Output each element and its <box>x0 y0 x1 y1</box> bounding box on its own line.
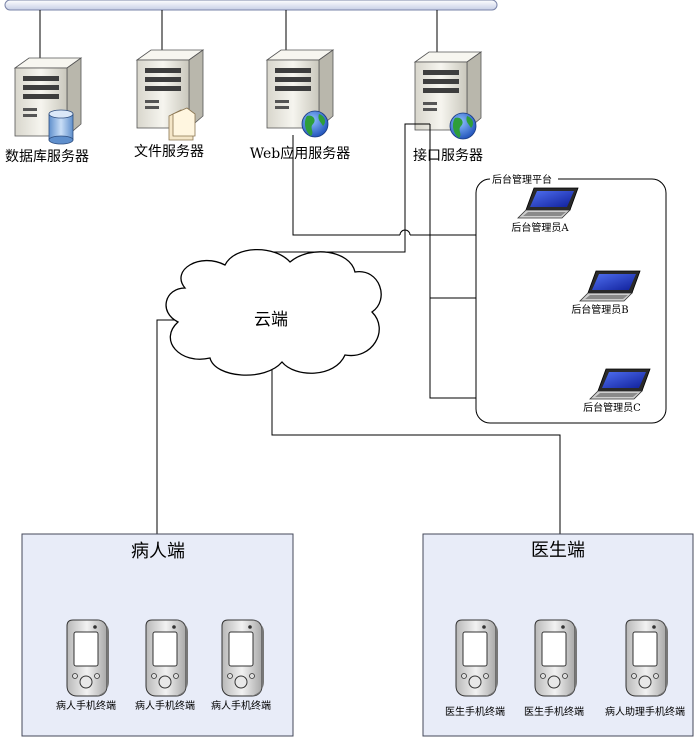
bus-drop-lines <box>39 10 438 58</box>
admin-2: 后台管理员B <box>571 270 641 316</box>
doctor-device-label: 病人助理手机终端 <box>605 705 685 718</box>
network-bus <box>4 0 498 11</box>
server-4: 接口服务器 <box>413 51 483 164</box>
admin-1: 后台管理员A <box>511 187 579 234</box>
laptop-icon <box>517 187 579 219</box>
patient-device-3: 病人手机终端 <box>211 619 271 712</box>
doctor-device-label: 医生手机终端 <box>445 705 505 718</box>
server-label: 接口服务器 <box>413 147 483 164</box>
patient-device-group: 病人手机终端 病人手机终端 病人手机终端 <box>56 619 271 712</box>
phone-icon <box>66 619 109 697</box>
admin-3: 后台管理员C <box>583 368 651 414</box>
patient-device-1: 病人手机终端 <box>56 619 116 712</box>
laptop-icon <box>589 368 651 400</box>
server-label: Web应用服务器 <box>250 145 351 162</box>
phone-icon <box>625 619 668 697</box>
patient-device-label: 病人手机终端 <box>56 699 116 712</box>
cloud: 云端 <box>165 248 382 376</box>
admin-platform-title: 后台管理平台 <box>492 173 552 186</box>
doctor-device-label: 医生手机终端 <box>524 705 584 718</box>
server-label: 文件服务器 <box>134 144 204 160</box>
server-group: 数据库服务器 文件服务器 Web应用服务器 接口服务器 <box>5 49 483 165</box>
patient-device-label: 病人手机终端 <box>211 699 271 712</box>
phone-icon <box>455 619 498 697</box>
server-2: 文件服务器 <box>134 49 205 160</box>
patient-device-2: 病人手机终端 <box>135 619 195 712</box>
doctor-device-1: 医生手机终端 <box>445 619 505 718</box>
file-server-icon <box>135 49 205 141</box>
laptop-icon <box>579 270 641 302</box>
admin-label: 后台管理员B <box>571 303 628 316</box>
phone-icon <box>534 619 577 697</box>
server-3: Web应用服务器 <box>250 49 351 162</box>
cloud-label: 云端 <box>254 310 288 330</box>
admin-label: 后台管理员A <box>511 221 569 234</box>
admin-platform: 后台管理平台 <box>475 173 667 424</box>
web-server-icon <box>265 49 335 138</box>
doctor-device-3: 病人助理手机终端 <box>605 619 685 718</box>
doctor-device-2: 医生手机终端 <box>524 619 584 718</box>
doctor-device-group: 医生手机终端 医生手机终端 病人助理手机终端 <box>445 619 685 718</box>
cloud-icon <box>165 248 382 376</box>
globe-icon <box>449 112 477 140</box>
globe-icon <box>301 110 329 138</box>
patient-device-label: 病人手机终端 <box>135 699 195 712</box>
admin-platform-frame <box>475 178 667 424</box>
database-server-icon <box>13 57 83 145</box>
interface-server-icon <box>413 51 483 140</box>
phone-icon <box>221 619 264 697</box>
admin-label: 后台管理员C <box>583 401 641 414</box>
phone-icon <box>145 619 188 697</box>
folder-icon <box>168 107 196 141</box>
database-cylinder-icon <box>48 109 74 145</box>
admin-group: 后台管理员A 后台管理员B 后台管理员C <box>511 187 651 414</box>
patient-side-title: 病人端 <box>131 541 185 562</box>
doctor-side-title: 医生端 <box>531 540 585 561</box>
server-label: 数据库服务器 <box>5 149 89 165</box>
server-1: 数据库服务器 <box>5 57 89 165</box>
